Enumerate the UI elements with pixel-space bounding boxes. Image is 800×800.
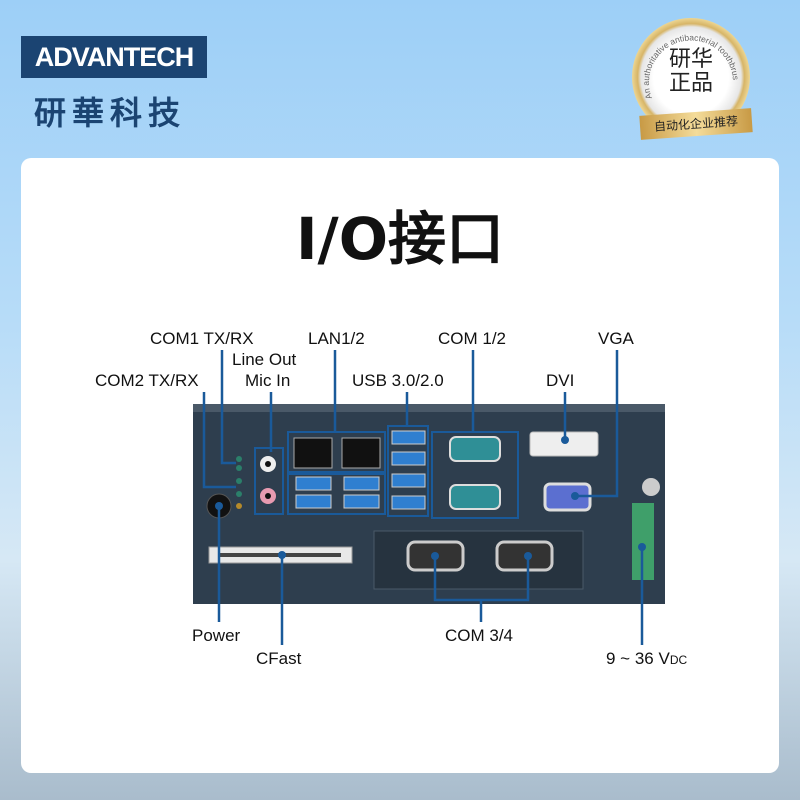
usb-port xyxy=(391,451,426,466)
dc-subscript: DC xyxy=(669,653,688,667)
usb-port xyxy=(391,473,426,488)
ground-screw xyxy=(642,478,660,496)
leader-lines xyxy=(202,350,644,645)
audio-box xyxy=(254,447,284,515)
badge-arc-text: An authoritative antibacterial toothbrus xyxy=(641,32,741,100)
label-com1-txrx: COM1 TX/RX xyxy=(150,329,254,348)
usb-port xyxy=(343,476,380,491)
usb-port xyxy=(295,494,332,509)
label-com12: COM 1/2 xyxy=(438,329,507,348)
rx1-led xyxy=(236,465,242,471)
rx2-led xyxy=(236,491,242,497)
label-com2-txrx: COM2 TX/RX xyxy=(95,371,199,390)
label-vga: VGA xyxy=(598,329,634,348)
dc-terminal xyxy=(632,503,654,580)
tx2-led xyxy=(236,478,242,484)
com1-port xyxy=(449,436,501,462)
label-dc-input: 9 ~ 36 VDC xyxy=(606,649,687,669)
label-cfast: CFast xyxy=(256,649,302,668)
label-mic-in: Mic In xyxy=(245,371,291,390)
advantech-logo: ADVANTECH xyxy=(21,36,207,78)
brand-chinese-name: 研華科技 xyxy=(34,94,187,132)
usb-port xyxy=(391,495,426,510)
dc-voltage: 9 ~ 36 V xyxy=(606,649,670,668)
hdd-led xyxy=(236,503,242,509)
lan2-port xyxy=(293,437,333,469)
lan1-port xyxy=(341,437,381,469)
label-lan: LAN1/2 xyxy=(308,329,365,348)
page-title: I/O接口 xyxy=(295,205,505,273)
label-power: Power xyxy=(192,626,241,645)
badge-center-text: 研华正品 xyxy=(668,47,713,96)
label-line-out: Line Out xyxy=(232,350,297,369)
label-com34: COM 3/4 xyxy=(445,626,514,645)
com2-port xyxy=(449,484,501,510)
usb-port xyxy=(295,476,332,491)
device-top-edge xyxy=(193,404,665,412)
label-usb: USB 3.0/2.0 xyxy=(352,371,444,390)
label-dvi: DVI xyxy=(546,371,575,390)
usb-port xyxy=(391,430,426,445)
usb-port xyxy=(343,494,380,509)
tx1-led xyxy=(236,456,242,462)
